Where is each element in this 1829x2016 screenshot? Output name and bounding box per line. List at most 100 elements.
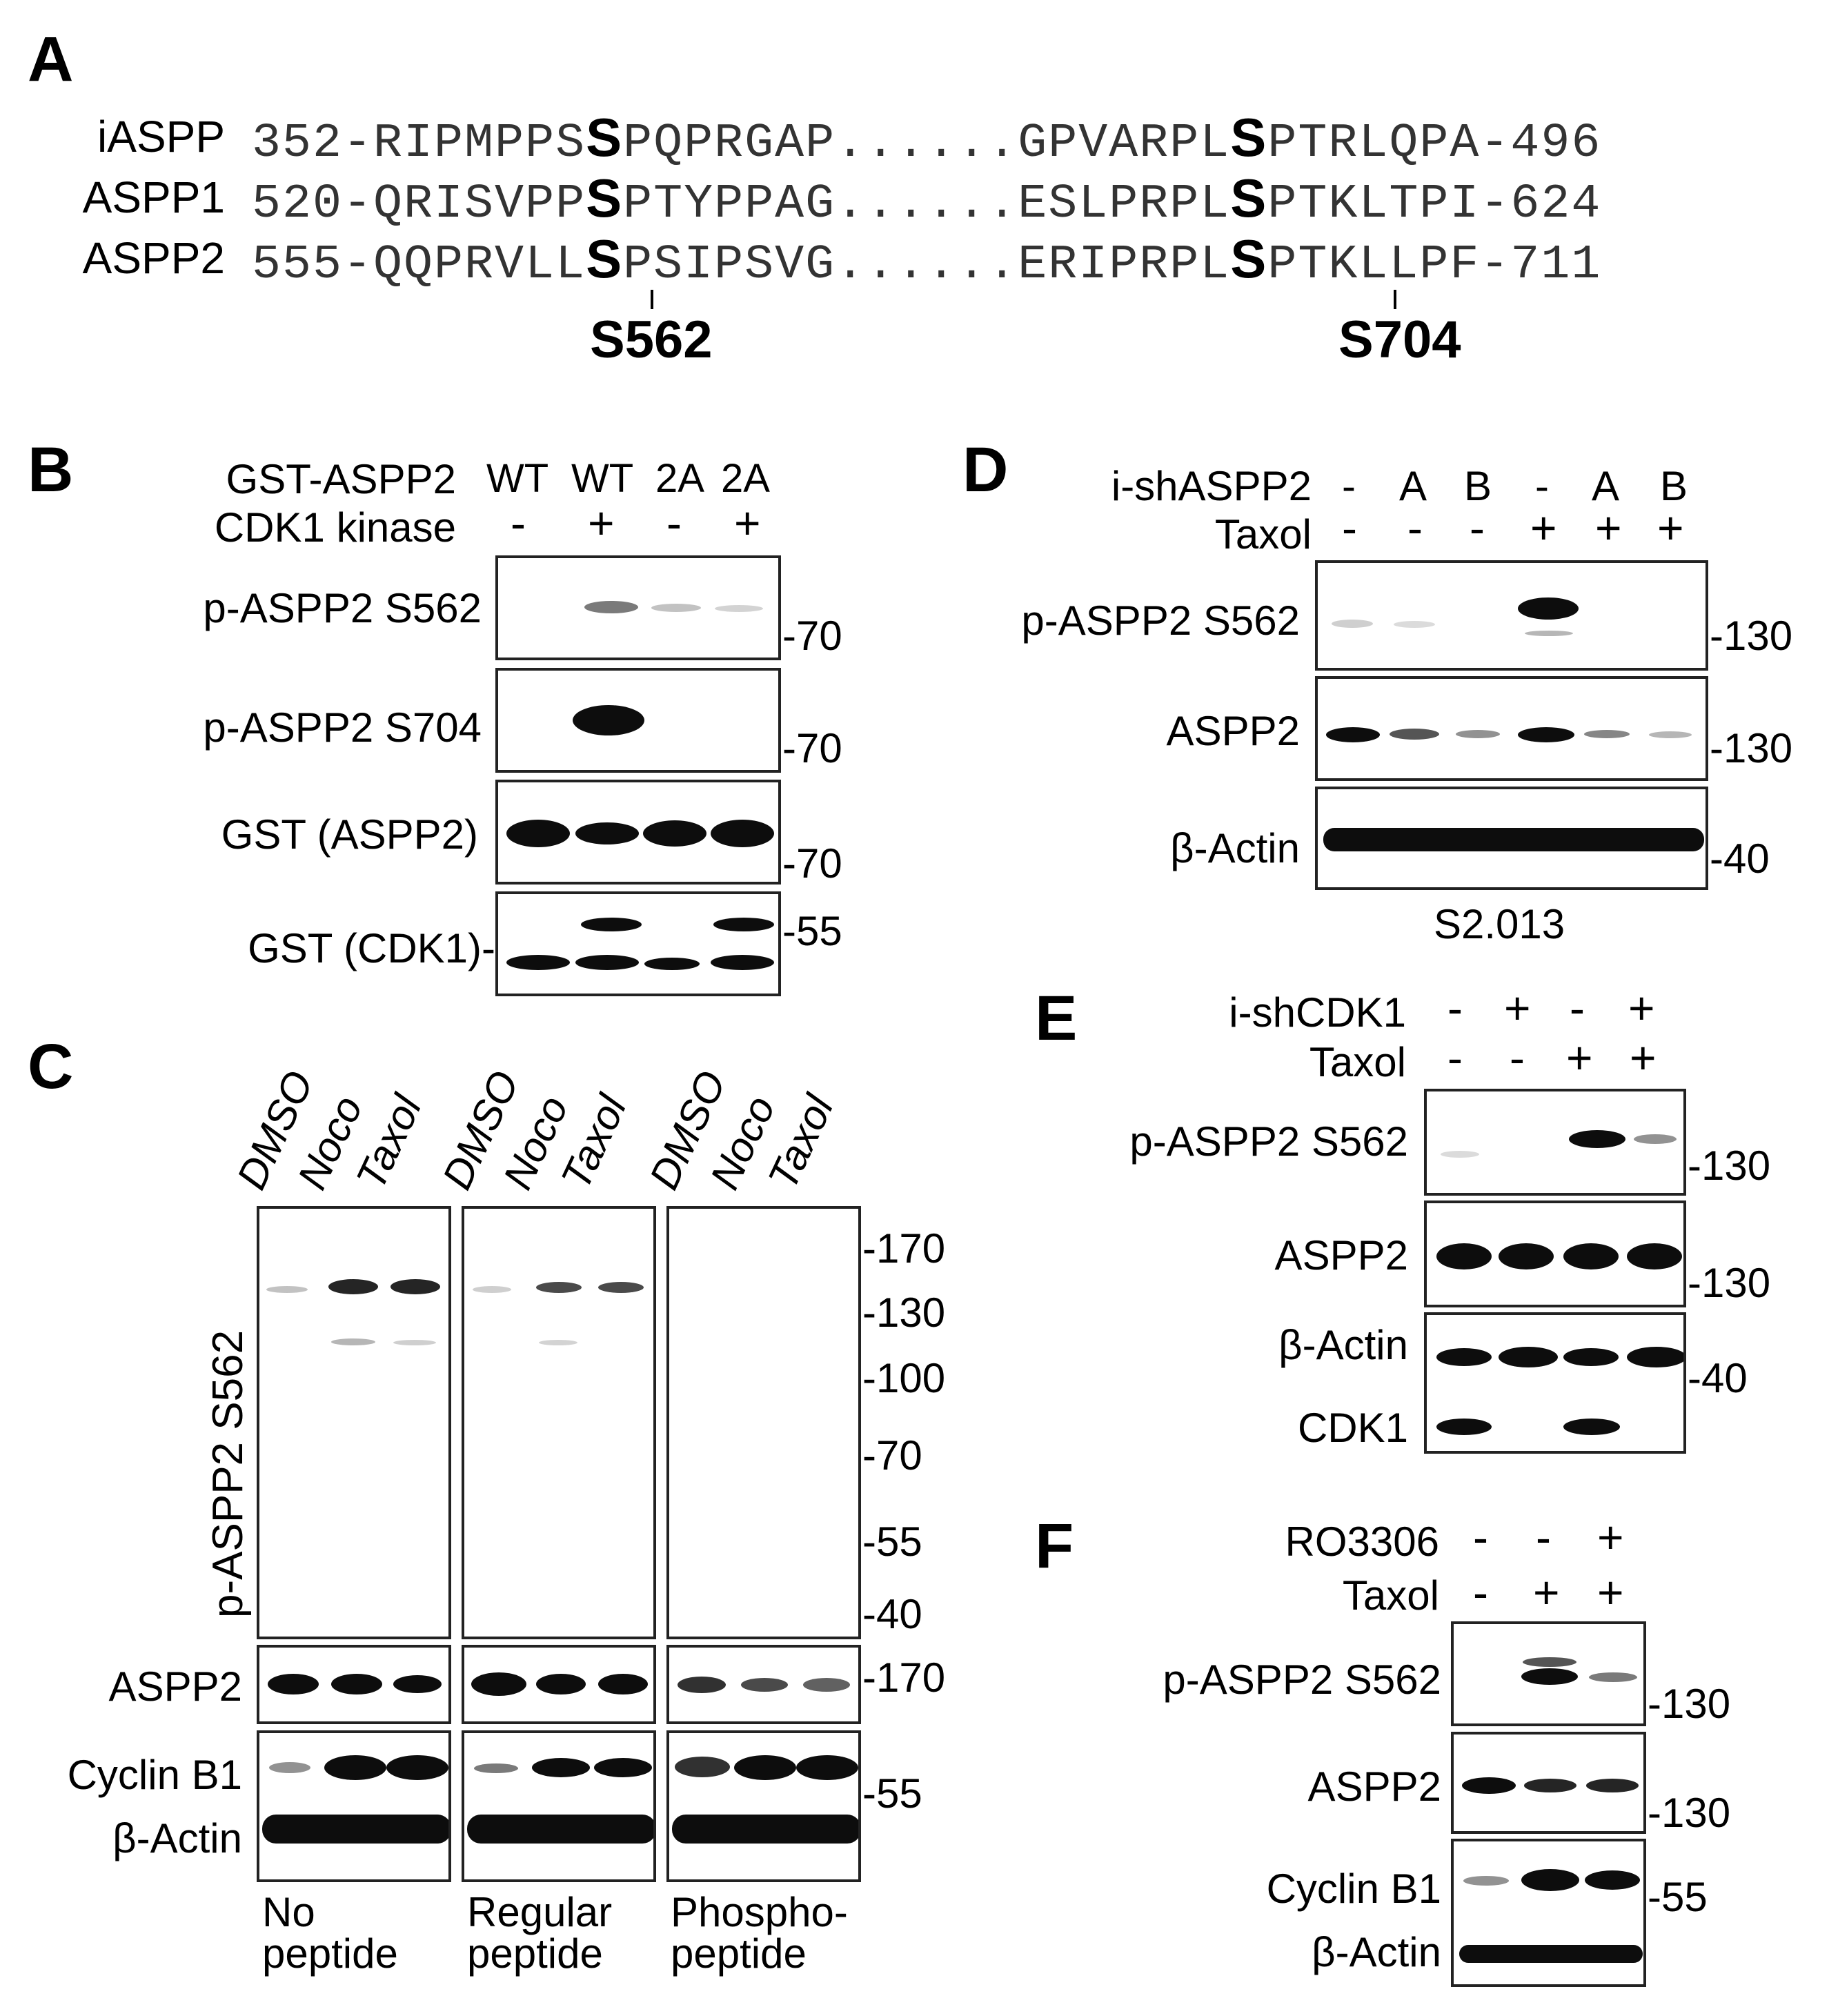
e-row-label-cdk1: CDK1 [1297, 1405, 1408, 1451]
band [598, 1282, 644, 1293]
sequence-segment: PQPRGAP [623, 117, 836, 171]
f-blot-cyclin-actin [1451, 1839, 1646, 1987]
band [651, 604, 701, 612]
band [1326, 727, 1380, 742]
band [1589, 1672, 1637, 1682]
sequence-segment: ...... [836, 117, 1018, 171]
band [581, 918, 642, 931]
c-marker-aspp2: -170 [862, 1654, 946, 1701]
band [672, 1815, 858, 1844]
band [393, 1340, 436, 1345]
f-lane-taxol: + [1533, 1567, 1560, 1618]
site-tick-s562 [651, 290, 653, 309]
band [796, 1755, 858, 1780]
band [1585, 1870, 1640, 1890]
d-lane-shrna: - [1342, 463, 1356, 509]
band [539, 1340, 577, 1345]
e-taxol-label: Taxol [1309, 1039, 1406, 1085]
band [1649, 731, 1692, 738]
sequence-segment: PTKLTPI [1267, 177, 1481, 232]
band [1436, 1419, 1492, 1435]
site-label-s704: S704 [1338, 310, 1461, 369]
d-lane-taxol: - [1470, 502, 1485, 553]
c-blot-main-no-peptide [257, 1206, 451, 1639]
d-lane-taxol: + [1530, 502, 1557, 553]
c-blot-cyclin-actin-no-peptide [257, 1730, 451, 1882]
c-marker: -40 [862, 1591, 922, 1637]
f-marker: -55 [1648, 1874, 1708, 1920]
phospho-site: S [1230, 107, 1268, 168]
c-blot-cyclin-actin-phospho-peptide [666, 1730, 861, 1882]
f-lane-ro3306: - [1536, 1512, 1551, 1563]
e-row-label-actin: β-Actin [1278, 1322, 1408, 1368]
band [598, 1674, 648, 1694]
f-blot-aspp2 [1451, 1732, 1646, 1834]
b-row-label-s704: p-ASPP2 S704 [203, 704, 482, 751]
phospho-site: S [1230, 228, 1268, 289]
band [575, 822, 639, 844]
d-blot-s562 [1315, 560, 1708, 671]
protein-name: ASPP1 [82, 172, 225, 222]
band [1459, 1945, 1643, 1963]
d-blot-aspp2 [1315, 676, 1708, 781]
band [473, 1286, 511, 1293]
d-lane-shrna: A [1399, 463, 1427, 509]
sequence-segment: ...... [836, 238, 1018, 293]
b-marker: -70 [782, 840, 842, 887]
c-marker: -170 [862, 1225, 946, 1272]
sequence-segment: ERIPRPL [1018, 238, 1231, 293]
b-row-label-s562: p-ASPP2 S562 [203, 585, 482, 631]
c-group-no-peptide: No peptide [262, 1889, 398, 1977]
band [678, 1677, 726, 1693]
e-lane-shrna: + [1628, 982, 1655, 1034]
b-row-label-gst-cdk1: GST (CDK1)- [248, 925, 495, 971]
sequence-segment: -496 [1480, 117, 1602, 171]
f-lane-ro3306: - [1473, 1512, 1488, 1563]
band [268, 1674, 319, 1694]
protein-name: ASPP2 [82, 233, 225, 283]
sequence-segment: 555- [252, 238, 374, 293]
b-gst-aspp2-label: GST-ASPP2 [226, 456, 456, 502]
band [1518, 597, 1579, 620]
sequence-row: 555-QQPRVLLSPSIPSVG......ERIPRPLSPTKLLPF… [252, 232, 1601, 290]
e-lane-shrna: + [1504, 982, 1531, 1034]
f-lane-taxol: + [1597, 1567, 1624, 1618]
phospho-site: S [586, 168, 624, 228]
c-marker: -55 [862, 1519, 922, 1565]
band [1563, 1348, 1619, 1366]
b-lane-genotype: 2A [655, 456, 704, 501]
band [1569, 1130, 1625, 1148]
band [594, 1758, 652, 1777]
band [266, 1286, 308, 1293]
band [1390, 729, 1439, 740]
c-row-label-beta-actin: β-Actin [112, 1815, 242, 1861]
band [390, 1279, 440, 1294]
c-marker: -100 [862, 1355, 946, 1401]
site-label-s562: S562 [590, 310, 713, 369]
band [803, 1678, 850, 1692]
band [324, 1755, 386, 1780]
band [1521, 1869, 1579, 1891]
band [1394, 621, 1435, 628]
d-ishaspp2-label: i-shASPP2 [1111, 463, 1312, 509]
sequence-segment: ...... [836, 177, 1018, 232]
panel-label-d: D [962, 435, 1009, 505]
band [386, 1755, 448, 1780]
band [1586, 1779, 1639, 1792]
band [1634, 1134, 1677, 1144]
e-marker: -40 [1688, 1355, 1748, 1401]
band [1436, 1348, 1492, 1366]
band [1521, 1668, 1578, 1685]
band [711, 955, 774, 970]
band [1499, 1243, 1554, 1269]
band [506, 820, 570, 847]
f-row-label-aspp2: ASPP2 [1307, 1763, 1441, 1810]
band [643, 820, 706, 847]
f-marker: -130 [1648, 1681, 1731, 1727]
c-marker: -130 [862, 1289, 946, 1336]
sequence-segment: PSIPSVG [623, 238, 836, 293]
band [474, 1763, 518, 1773]
f-lane-ro3306: + [1597, 1512, 1624, 1563]
band [1499, 1347, 1558, 1367]
c-blot-aspp2-phospho-peptide [666, 1645, 861, 1724]
